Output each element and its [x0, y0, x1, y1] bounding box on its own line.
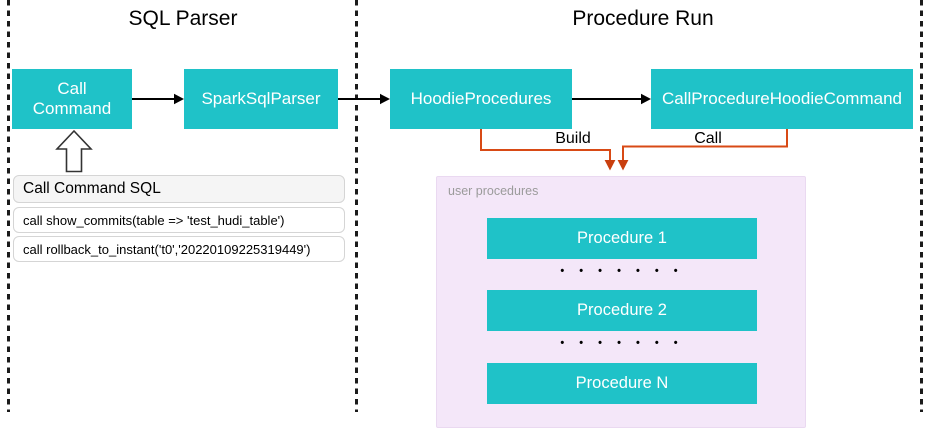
user-procedures-label: user procedures: [448, 184, 539, 198]
edge-label-build: Build: [555, 130, 591, 147]
node-procedure-1: Procedure 1: [487, 218, 757, 259]
node-spark-sql-parser: SparkSqlParser: [184, 69, 338, 129]
node-call-procedure-hoodie-command-label: CallProcedureHoodieCommand: [661, 89, 902, 108]
user-procedures-container: user procedures Procedure 1 • • • • • • …: [436, 176, 806, 428]
dashed-separator-left: [7, 0, 10, 412]
section-title-procedure-run: Procedure Run: [572, 7, 714, 30]
arrow-callcommand-to-sparksqlparser: [132, 93, 184, 105]
node-spark-sql-parser-label: SparkSqlParser: [201, 89, 321, 108]
node-hoodie-procedures-label: HoodieProcedures: [410, 89, 552, 108]
node-procedure-n: Procedure N: [487, 363, 757, 404]
node-call-procedure-hoodie-command: CallProcedureHoodieCommand: [651, 69, 913, 129]
node-hoodie-procedures: HoodieProcedures: [390, 69, 572, 129]
dashed-separator-right: [920, 0, 923, 412]
sql-panel-header: Call Command SQL: [13, 175, 345, 203]
ellipsis-dots-2: • • • • • • •: [560, 337, 684, 349]
node-procedure-2: Procedure 2: [487, 290, 757, 331]
sql-panel-row-rollback: call rollback_to_instant('t0','202201092…: [13, 236, 345, 262]
node-procedure-1-label: Procedure 1: [577, 229, 667, 247]
node-call-command: Call Command: [12, 69, 132, 129]
node-procedure-n-label: Procedure N: [575, 374, 669, 392]
arrow-sparksqlparser-to-hoodieprocedures: [338, 93, 390, 105]
arrow-hoodieprocedures-to-callprocedure: [572, 93, 651, 105]
hollow-up-arrow: [55, 129, 93, 173]
node-procedure-2-label: Procedure 2: [577, 301, 667, 319]
edge-label-call: Call: [694, 130, 722, 147]
section-title-sql-parser: SQL Parser: [128, 7, 238, 30]
sql-panel-row-show-commits: call show_commits(table => 'test_hudi_ta…: [13, 207, 345, 233]
node-call-command-label: Call Command: [32, 79, 112, 118]
ellipsis-dots-1: • • • • • • •: [560, 265, 684, 277]
dashed-separator-middle: [355, 0, 358, 412]
